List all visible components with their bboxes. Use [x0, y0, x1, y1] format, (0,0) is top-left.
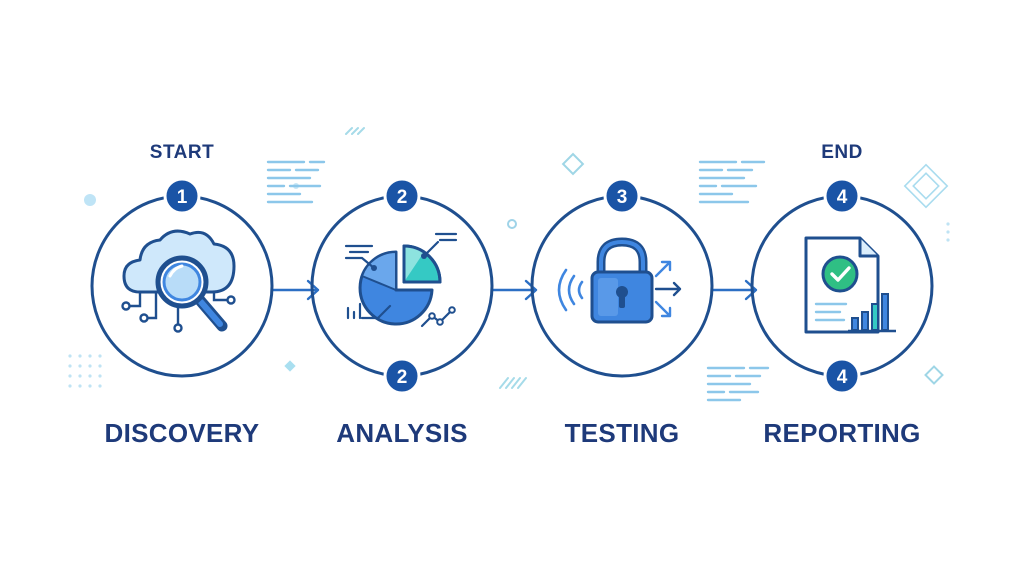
badge-top-reporting: 4 [823, 177, 861, 215]
badge-number: 4 [837, 187, 848, 208]
diamond-decoration [924, 365, 944, 385]
badge-top-discovery: 1 [163, 177, 201, 215]
badge-top-analysis: 2 [383, 177, 421, 215]
cloud-search-icon [121, 229, 236, 333]
report-document-icon [804, 236, 896, 334]
badge-number: 4 [837, 367, 848, 388]
bar-graph-icon [848, 293, 896, 333]
slash-decoration [345, 127, 527, 389]
badge-number: 3 [617, 187, 628, 208]
background-decorations [68, 127, 950, 402]
badge-number: 2 [397, 187, 408, 208]
badge-number: 2 [397, 367, 408, 388]
badge-top-testing: 3 [603, 177, 641, 215]
step-title-testing: TESTING [564, 418, 680, 448]
dot-column-decoration [946, 222, 950, 242]
dot-grid-decoration [68, 354, 102, 388]
output-arrows-icon [654, 260, 682, 318]
connector-arrows [270, 279, 758, 301]
code-lines-decoration [698, 160, 766, 204]
end-label: END [821, 142, 863, 163]
step-ring-analysis [310, 194, 494, 378]
pie-chart-icon [344, 232, 458, 328]
badge-bottom-analysis: 2 [383, 357, 421, 395]
step-title-reporting: REPORTING [763, 418, 921, 448]
arrow-right-icon [710, 279, 758, 301]
arrow-right-icon [490, 279, 538, 301]
diamond-decoration [561, 152, 585, 176]
badge-number: 1 [177, 187, 188, 208]
dot-decoration [507, 219, 517, 229]
badge-bottom-reporting: 4 [823, 357, 861, 395]
step-badges: 1 2 2 3 4 4 [163, 177, 861, 395]
code-lines-decoration [706, 366, 770, 402]
signal-waves-icon [557, 268, 584, 312]
code-lines-decoration [266, 160, 326, 204]
diamond-pattern-decoration [903, 163, 949, 209]
start-label: START [149, 142, 215, 163]
step-title-analysis: ANALYSIS [336, 418, 468, 448]
padlock-icon [557, 237, 682, 324]
step-title-discovery: DISCOVERY [104, 418, 260, 448]
dot-decoration [84, 194, 96, 206]
diamond-decoration [284, 360, 296, 372]
